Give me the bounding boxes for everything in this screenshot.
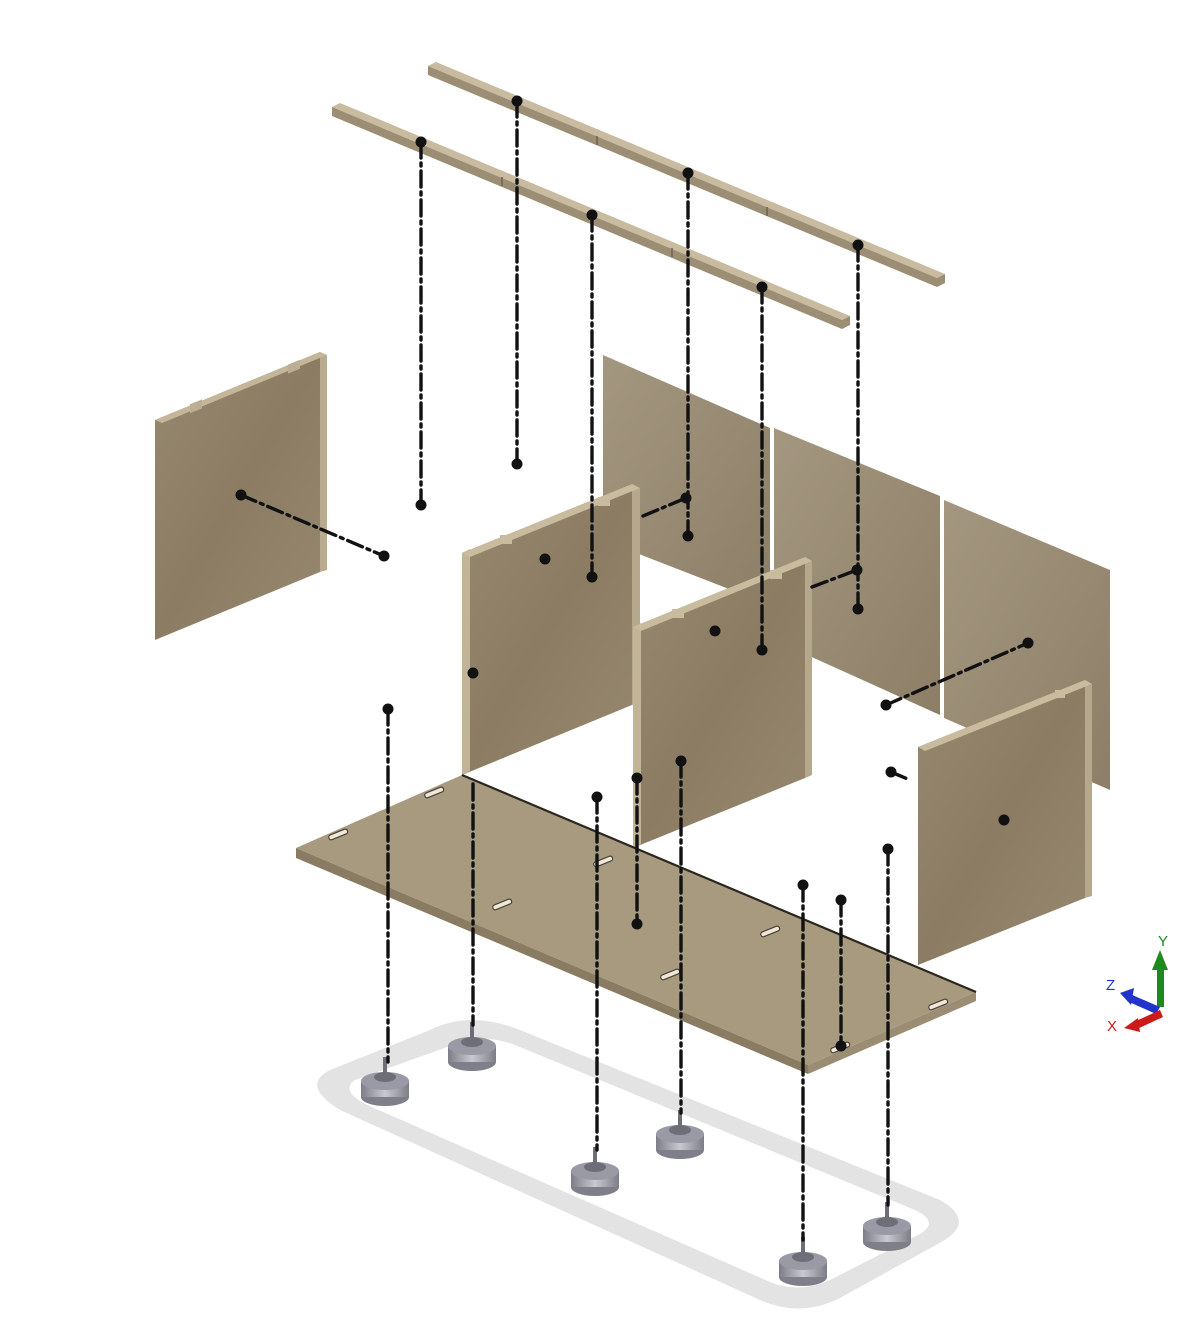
foot-6[interactable] xyxy=(863,1202,911,1251)
foot-2[interactable] xyxy=(448,1022,496,1071)
x-axis-label: X xyxy=(1107,1018,1117,1035)
explode-line xyxy=(884,641,1030,707)
divider-panel-1[interactable] xyxy=(462,484,640,775)
explode-lines xyxy=(239,99,1030,1242)
axis-triad: Y Z X xyxy=(1106,933,1168,1035)
foot-1[interactable] xyxy=(361,1057,409,1106)
y-axis-label: Y xyxy=(1158,933,1168,950)
z-axis-arrow-icon xyxy=(1120,988,1160,1014)
divider-panel-2[interactable] xyxy=(633,557,812,848)
z-axis-label: Z xyxy=(1106,977,1115,994)
connection-points xyxy=(235,95,1034,1052)
explode-line xyxy=(810,568,859,589)
explode-line xyxy=(641,496,688,518)
y-axis-arrow-icon xyxy=(1152,950,1168,1007)
foot-5[interactable] xyxy=(779,1237,827,1286)
ground-shadow xyxy=(317,1020,959,1309)
x-axis-arrow-icon xyxy=(1124,1010,1163,1032)
foot-3[interactable] xyxy=(571,1147,619,1196)
leveling-feet xyxy=(361,1022,911,1286)
back-panel-left[interactable] xyxy=(603,355,770,605)
explode-line xyxy=(239,493,386,558)
foot-4[interactable] xyxy=(656,1110,704,1159)
